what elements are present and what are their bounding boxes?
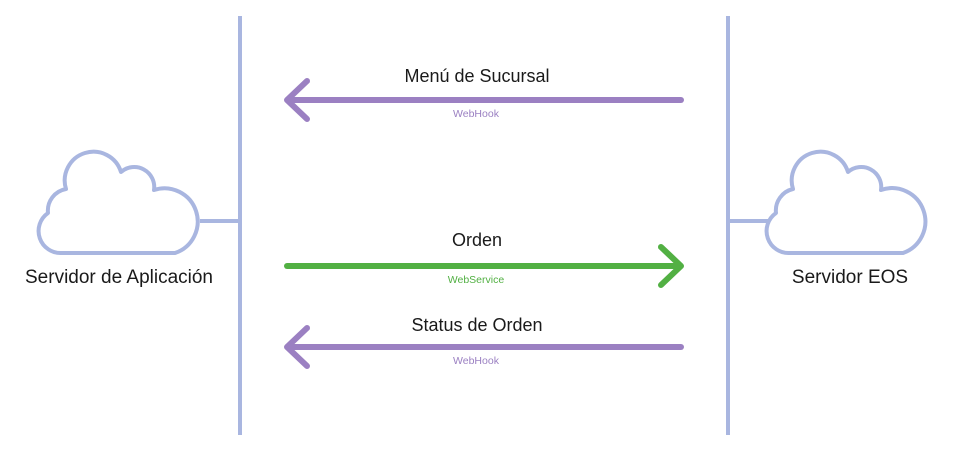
- arrow-left-icon: [284, 78, 310, 122]
- message-label: Menú de Sucursal: [404, 66, 549, 86]
- cloud-icon: [36, 149, 200, 256]
- app-server-label: Servidor de Aplicación: [25, 267, 213, 288]
- message-label: Status de Orden: [411, 315, 542, 335]
- message-protocol: WebHook: [453, 108, 500, 120]
- app-server-node: Servidor de Aplicación: [25, 149, 213, 288]
- message-menu-sucursal: Menú de Sucursal WebHook: [284, 66, 684, 122]
- cloud-icon: [764, 149, 928, 256]
- message-orden: Orden WebService: [284, 230, 684, 288]
- arrow-left-icon: [284, 325, 310, 369]
- arrow-right-icon: [658, 244, 684, 288]
- message-protocol: WebService: [448, 274, 505, 286]
- message-protocol: WebHook: [453, 355, 500, 367]
- eos-server-node: Servidor EOS: [764, 149, 928, 288]
- message-label: Orden: [452, 230, 502, 250]
- message-status-orden: Status de Orden WebHook: [284, 315, 684, 369]
- eos-server-label: Servidor EOS: [792, 267, 908, 288]
